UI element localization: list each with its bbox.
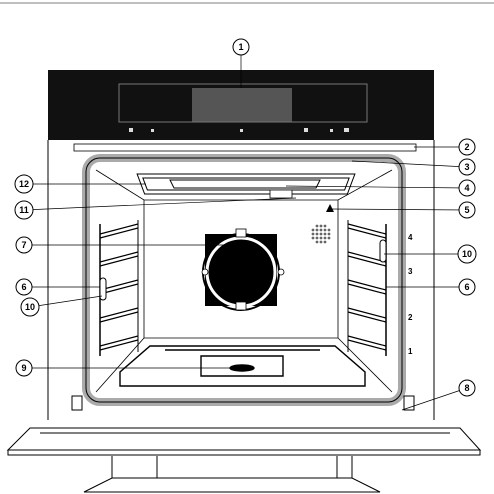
hinge-left bbox=[72, 396, 82, 410]
vent-hole bbox=[320, 225, 323, 228]
temperature-sensor bbox=[270, 190, 292, 198]
fan-clip-bottom bbox=[236, 302, 246, 310]
callout-label-c5: 5 bbox=[464, 205, 469, 215]
vent-hole bbox=[316, 229, 319, 232]
button-b bbox=[240, 129, 243, 132]
button-c bbox=[304, 128, 308, 132]
callout-label-c3: 3 bbox=[464, 162, 469, 172]
vent-hole bbox=[312, 233, 315, 236]
vent-hole bbox=[324, 229, 327, 232]
vent-hole bbox=[316, 233, 319, 236]
vent-hole bbox=[328, 229, 331, 232]
fan-cover bbox=[202, 229, 284, 310]
display-window bbox=[192, 88, 292, 122]
callout-label-c6r: 6 bbox=[464, 282, 469, 292]
vent-hole bbox=[320, 233, 323, 236]
vent-hole bbox=[320, 237, 323, 240]
oven-frame-lip bbox=[74, 144, 416, 151]
vent-hole bbox=[320, 229, 323, 232]
vent-hole bbox=[316, 237, 319, 240]
fan-screw-right bbox=[278, 269, 284, 275]
shelf-level-4: 4 bbox=[408, 233, 413, 242]
callout-label-c9: 9 bbox=[21, 363, 26, 373]
oven-door-open bbox=[8, 428, 480, 492]
callout-label-c6l: 6 bbox=[21, 282, 26, 292]
callout-label-c4: 4 bbox=[464, 183, 469, 193]
button-a bbox=[151, 129, 154, 132]
shelf-level-numbers: 4 3 2 1 bbox=[408, 233, 413, 356]
callout-label-c2: 2 bbox=[464, 142, 469, 152]
callout-label-c1: 1 bbox=[238, 42, 243, 52]
vent-hole bbox=[324, 241, 327, 244]
callout-label-c10r: 10 bbox=[462, 249, 472, 259]
callout-label-c11: 11 bbox=[19, 205, 29, 215]
vent-hole bbox=[316, 241, 319, 244]
vent-hole bbox=[312, 237, 315, 240]
button-e bbox=[344, 128, 349, 132]
callout-label-c7: 7 bbox=[21, 240, 26, 250]
vent-hole bbox=[328, 233, 331, 236]
fan-screw-left bbox=[202, 269, 208, 275]
fan-cover-grille bbox=[207, 238, 275, 306]
vent-hole bbox=[324, 237, 327, 240]
shelf-level-3: 3 bbox=[408, 267, 413, 276]
shelf-level-1: 1 bbox=[408, 347, 413, 356]
runner-catch-left bbox=[100, 278, 106, 300]
vent-hole bbox=[328, 237, 331, 240]
button-power bbox=[129, 128, 133, 132]
callout-label-c8: 8 bbox=[464, 383, 469, 393]
fan-clip-top bbox=[236, 229, 246, 237]
shelf-level-2: 2 bbox=[408, 313, 413, 322]
runner-catch-right bbox=[380, 240, 386, 262]
vent-hole bbox=[324, 233, 327, 236]
vent-hole bbox=[320, 241, 323, 244]
vent-hole bbox=[316, 225, 319, 228]
vent-hole bbox=[324, 225, 327, 228]
callout-label-c12: 12 bbox=[19, 179, 29, 189]
callout-label-c10l: 10 bbox=[25, 302, 35, 312]
button-d bbox=[330, 129, 333, 132]
vent-hole bbox=[312, 229, 315, 232]
